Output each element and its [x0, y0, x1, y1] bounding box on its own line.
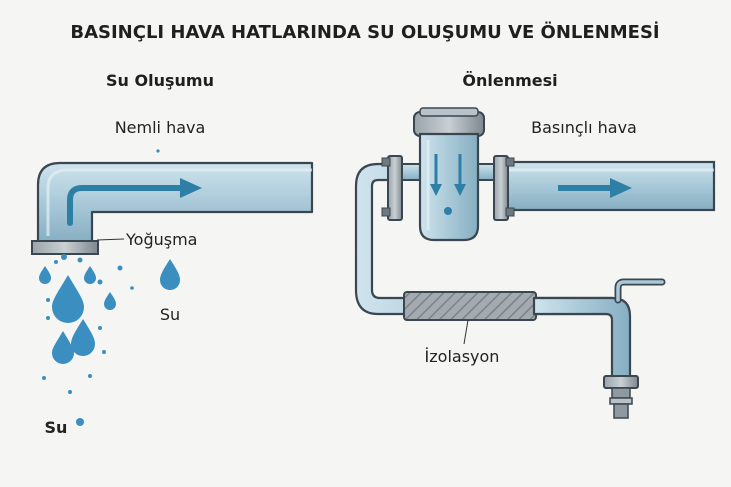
pipe-outlet-fitting [31, 240, 99, 255]
vent-tube [614, 278, 666, 304]
water-spray-dot [61, 254, 67, 260]
water-label-bottom: Su [45, 418, 68, 437]
vent-tube-fill [616, 280, 664, 302]
humid-air-label: Nemli hava [115, 118, 206, 137]
humid-air-droplet [156, 149, 160, 153]
separator-cap-band [419, 107, 479, 117]
water-spray-dot [76, 418, 84, 426]
water-drop-large [52, 275, 84, 323]
left-panel-water-formation: Su Oluşumu Nemli hava Yoğuşma [31, 71, 314, 437]
air-flow-arrowhead [180, 178, 202, 198]
right-panel-prevention: Önlenmesi Basınçlı hava [354, 71, 716, 419]
flange-right [493, 155, 515, 221]
humid-pipe-highlight [46, 168, 312, 236]
humid-pipe [36, 161, 314, 245]
right-panel-heading: Önlenmesi [462, 71, 557, 90]
water-spray-dot [46, 316, 50, 320]
compressed-air-label: Basınçlı hava [531, 118, 637, 137]
separator-flow-arrowhead [454, 184, 466, 196]
water-drop-medium [71, 319, 95, 356]
insulation-leader [463, 319, 469, 345]
water-spray-dot [97, 279, 103, 285]
water-separator [413, 107, 485, 242]
water-spray-dot [130, 286, 134, 290]
water-spray-dot [102, 350, 106, 354]
water-drop-small [104, 292, 116, 310]
water-spray-dot [98, 326, 102, 330]
water-drop-right [160, 259, 180, 290]
insulation-sleeve [403, 291, 537, 321]
air-flow-arrow-curved [67, 185, 185, 226]
water-spray-dot [46, 298, 50, 302]
air-flow-arrowhead [610, 178, 632, 198]
water-spray-dot [42, 376, 46, 380]
drain-valve [603, 375, 639, 419]
condensation-leader [96, 238, 125, 241]
water-drop-small [84, 266, 96, 284]
water-spray-dot [77, 257, 83, 263]
separator-flow-arrowhead [430, 184, 442, 196]
water-drop-small [39, 266, 51, 284]
water-spray-dot [117, 265, 123, 271]
drain-pipe [532, 296, 632, 380]
water-drop-medium [52, 331, 74, 364]
flange-left [381, 155, 403, 221]
condensation-label: Yoğuşma [125, 230, 197, 249]
water-drops [39, 254, 180, 426]
water-spray-dot [68, 390, 72, 394]
separator-water-drop [444, 207, 452, 215]
insulation-label: İzolasyon [425, 347, 500, 366]
water-spray-dot [54, 260, 58, 264]
water-spray-dot [88, 374, 92, 378]
water-label-right: Su [160, 305, 180, 324]
left-panel-heading: Su Oluşumu [106, 71, 214, 90]
page-title: BASINÇLI HAVA HATLARINDA SU OLUŞUMU VE Ö… [70, 21, 659, 43]
